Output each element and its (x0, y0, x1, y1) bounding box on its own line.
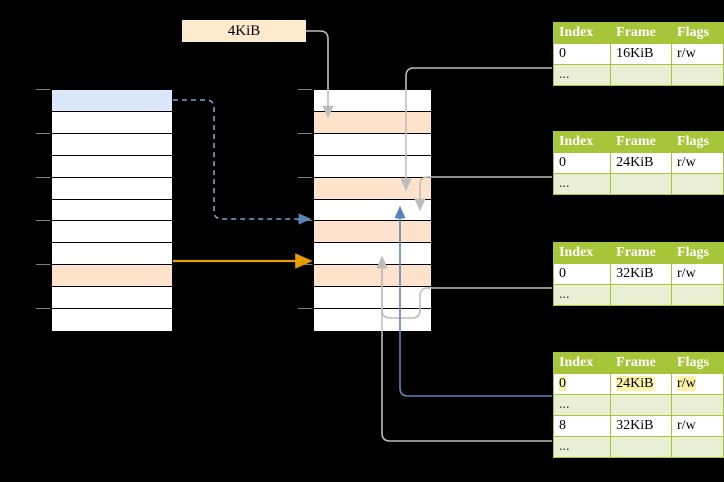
cell-frame: 32KiB (610, 415, 673, 437)
physical-memory-cell-9[interactable] (314, 287, 431, 310)
cell-index: ... (552, 173, 612, 195)
table-row[interactable]: ... (552, 284, 724, 306)
virtual-address-space-tick-6 (36, 220, 50, 221)
cell-flags: r/w (671, 263, 724, 285)
column-header-index: Index (552, 22, 612, 44)
physical-memory-cell-7[interactable] (314, 243, 431, 266)
physical-memory-cell-5[interactable] (314, 199, 431, 222)
cell-index: 8 (552, 415, 612, 437)
cell-frame (610, 64, 673, 86)
physical-memory-cell-2[interactable] (314, 133, 431, 156)
cell-frame (610, 394, 673, 416)
cell-index: 0 (552, 373, 612, 395)
table-row[interactable]: ... (552, 64, 724, 86)
table-row[interactable]: ... (552, 436, 724, 458)
cell-frame: 32KiB (610, 263, 673, 285)
virtual-address-space-cell-7[interactable] (52, 243, 172, 266)
column-header-index: Index (552, 131, 612, 153)
physical-memory-tick-0 (298, 89, 312, 90)
cell-flags (671, 394, 724, 416)
physical-memory-tick-2 (298, 133, 312, 134)
callout-4kib: 4KiB (182, 20, 306, 42)
cell-frame: 24KiB (610, 152, 673, 174)
virtual-address-space-tick-0 (36, 89, 50, 90)
virtual-address-space-tick-4 (36, 177, 50, 178)
cell-index: 0 (552, 152, 612, 174)
column-header-frame: Frame (610, 131, 673, 153)
virtual-address-space-cell-5[interactable] (52, 199, 172, 222)
cell-frame (610, 436, 673, 458)
virtual-address-space-cell-1[interactable] (52, 111, 172, 134)
virtual-address-space-tick-2 (36, 133, 50, 134)
virtual-address-space-tick-10 (36, 308, 50, 309)
cell-flags (671, 64, 724, 86)
virtual-address-space-cell-6[interactable] (52, 221, 172, 244)
physical-memory-cell-4[interactable] (314, 177, 431, 200)
cell-flags: r/w (671, 152, 724, 174)
cell-index: ... (552, 64, 612, 86)
physical-memory-tick-10 (298, 308, 312, 309)
physical-memory-tick-4 (298, 177, 312, 178)
cell-index: 0 (552, 263, 612, 285)
column-header-index: Index (552, 352, 612, 374)
cell-frame (610, 284, 673, 306)
table-row[interactable]: ... (552, 173, 724, 195)
cell-flags (671, 173, 724, 195)
cell-flags (671, 436, 724, 458)
cell-flags (671, 284, 724, 306)
virtual-address-space-cell-8[interactable] (52, 265, 172, 288)
virtual-address-space-column (51, 89, 173, 331)
physical-memory-column (313, 89, 432, 331)
physical-memory-tick-8 (298, 264, 312, 265)
column-header-frame: Frame (610, 352, 673, 374)
callout-label: 4KiB (227, 23, 261, 39)
physical-memory-cell-3[interactable] (314, 155, 431, 178)
cell-index: ... (552, 394, 612, 416)
cell-index: ... (552, 436, 612, 458)
cell-flags: r/w (671, 373, 724, 395)
column-header-frame: Frame (610, 22, 673, 44)
column-header-frame: Frame (610, 242, 673, 264)
cell-flags: r/w (671, 43, 724, 65)
physical-memory-cell-0[interactable] (314, 90, 431, 112)
cell-flags: r/w (671, 415, 724, 437)
virtual-address-space-tick-8 (36, 264, 50, 265)
cell-frame: 24KiB (610, 373, 673, 395)
physical-memory-cell-6[interactable] (314, 221, 431, 244)
column-header-flags: Flags (671, 131, 724, 153)
virtual-address-space-cell-3[interactable] (52, 155, 172, 178)
cell-frame (610, 173, 673, 195)
cell-index: 0 (552, 43, 612, 65)
physical-memory-tick-6 (298, 220, 312, 221)
cell-frame: 16KiB (610, 43, 673, 65)
physical-memory-cell-10[interactable] (314, 309, 431, 331)
virtual-address-space-cell-2[interactable] (52, 133, 172, 156)
physical-memory-cell-1[interactable] (314, 111, 431, 134)
table-row[interactable]: ... (552, 394, 724, 416)
physical-memory-cell-8[interactable] (314, 265, 431, 288)
column-header-flags: Flags (671, 352, 724, 374)
column-header-index: Index (552, 242, 612, 264)
column-header-flags: Flags (671, 22, 724, 44)
cell-index: ... (552, 284, 612, 306)
virtual-address-space-cell-4[interactable] (52, 177, 172, 200)
virtual-address-space-cell-0[interactable] (52, 90, 172, 112)
column-header-flags: Flags (671, 242, 724, 264)
virtual-address-space-cell-9[interactable] (52, 287, 172, 310)
virtual-address-space-cell-10[interactable] (52, 309, 172, 331)
